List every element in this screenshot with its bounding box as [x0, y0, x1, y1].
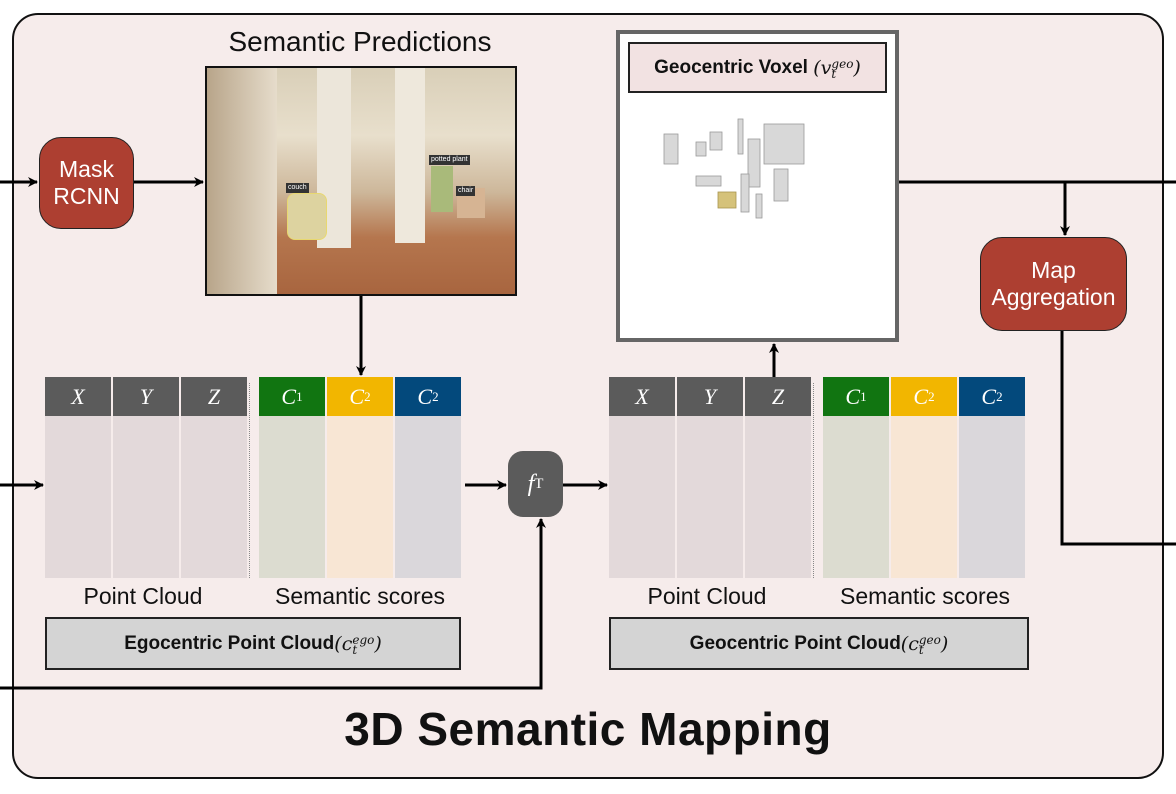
egocentric-column-body: [395, 416, 461, 578]
geocentric-column-header: Y: [677, 377, 743, 416]
egocentric-column-body: [259, 416, 325, 578]
column-label: Z: [207, 383, 221, 409]
egocentric-column-header: Z: [181, 377, 247, 416]
transform-symbol: f: [527, 470, 535, 497]
arrow-pose-to-transform: [0, 518, 546, 690]
ego-sup: ego: [352, 632, 375, 647]
column-label: Y: [139, 383, 153, 409]
column-label: C: [981, 383, 997, 409]
voxel-render: [663, 118, 805, 219]
column-label: C: [281, 383, 297, 409]
column-subscript: 2: [928, 388, 935, 404]
column-subscript: 2: [996, 388, 1003, 404]
geocentric-column-body: [959, 416, 1025, 578]
column-label: C: [417, 383, 433, 409]
egocentric-column-body: [45, 416, 111, 578]
column-label: C: [845, 383, 861, 409]
voxel-label-text: Geocentric Voxel: [654, 56, 808, 78]
voxel-structure: [763, 123, 805, 165]
geo-label-text: Geocentric Point Cloud: [689, 632, 901, 654]
voxel-structure: [695, 141, 707, 157]
column-label: C: [349, 383, 365, 409]
geocentric-column-body: [823, 416, 889, 578]
voxel-sup: geo: [831, 56, 854, 71]
voxel-couch: [717, 191, 737, 209]
voxel-sub: t: [831, 66, 837, 81]
voxel-structure: [695, 175, 722, 187]
geocentric-column-header: X: [609, 377, 675, 416]
image-wall-left: [207, 68, 277, 294]
geocentric-column-body: [745, 416, 811, 578]
egocentric-column-header: Y: [113, 377, 179, 416]
ego-sub: t: [352, 642, 358, 657]
geocentric-column-body: [891, 416, 957, 578]
column-subscript: 2: [364, 388, 371, 404]
column-label: X: [71, 383, 85, 409]
voxel-structure: [755, 193, 763, 219]
column-label: X: [635, 383, 649, 409]
ego-semantic-scores-caption: Semantic scores: [274, 583, 445, 609]
voxel-structure: [747, 138, 761, 188]
column-subscript: 1: [296, 388, 303, 404]
detection-tag-chair: chair: [456, 186, 476, 196]
map-aggregation-line1: Map: [1031, 257, 1076, 283]
geo-sup: geo: [918, 632, 941, 647]
egocentric-column-body: [113, 416, 179, 578]
egocentric-column-body: [327, 416, 393, 578]
potted-plant-mask: [431, 166, 453, 212]
mask-rcnn-line2: RCNN: [53, 183, 120, 209]
voxel-structure: [737, 118, 744, 155]
column-label: C: [913, 383, 929, 409]
image-pillar: [395, 68, 425, 243]
egocentric-column-header: X: [45, 377, 111, 416]
geo-semantic-scores-caption: Semantic scores: [839, 583, 1010, 609]
diagram-title: 3D Semantic Mapping: [344, 703, 832, 755]
line-map-aggregation-output: [1060, 331, 1176, 546]
detection-tag-couch: couch: [286, 183, 309, 193]
ego-point-cloud-caption: Point Cloud: [83, 583, 203, 609]
voxel-structure: [663, 133, 679, 165]
voxel-structure: [709, 131, 723, 151]
geocentric-column-header: Z: [745, 377, 811, 416]
couch-mask: [287, 193, 327, 240]
semantic-predictions-image: couch potted plant chair: [205, 66, 517, 296]
geo-symbol: c: [908, 632, 919, 655]
ego-symbol: c: [341, 632, 353, 655]
detection-tag-potted-plant: potted plant: [429, 155, 470, 165]
voxel-structure: [773, 168, 789, 202]
voxel-structure: [740, 173, 750, 213]
column-label: Z: [771, 383, 785, 409]
geocentric-divider: [813, 383, 814, 578]
map-aggregation-line2: Aggregation: [991, 284, 1116, 310]
geo-sub: t: [918, 642, 924, 657]
column-subscript: 1: [860, 388, 867, 404]
egocentric-divider: [249, 383, 250, 578]
egocentric-column-body: [181, 416, 247, 578]
ego-label-text: Egocentric Point Cloud: [124, 632, 335, 654]
semantic-predictions-title: Semantic Predictions: [228, 26, 492, 57]
transform-sub: T: [534, 475, 544, 492]
voxel-symbol: v: [820, 56, 832, 79]
column-subscript: 2: [432, 388, 439, 404]
mask-rcnn-line1: Mask: [59, 156, 114, 182]
geocentric-column-body: [609, 416, 675, 578]
geocentric-column-body: [677, 416, 743, 578]
column-label: Y: [703, 383, 717, 409]
geo-point-cloud-caption: Point Cloud: [647, 583, 767, 609]
